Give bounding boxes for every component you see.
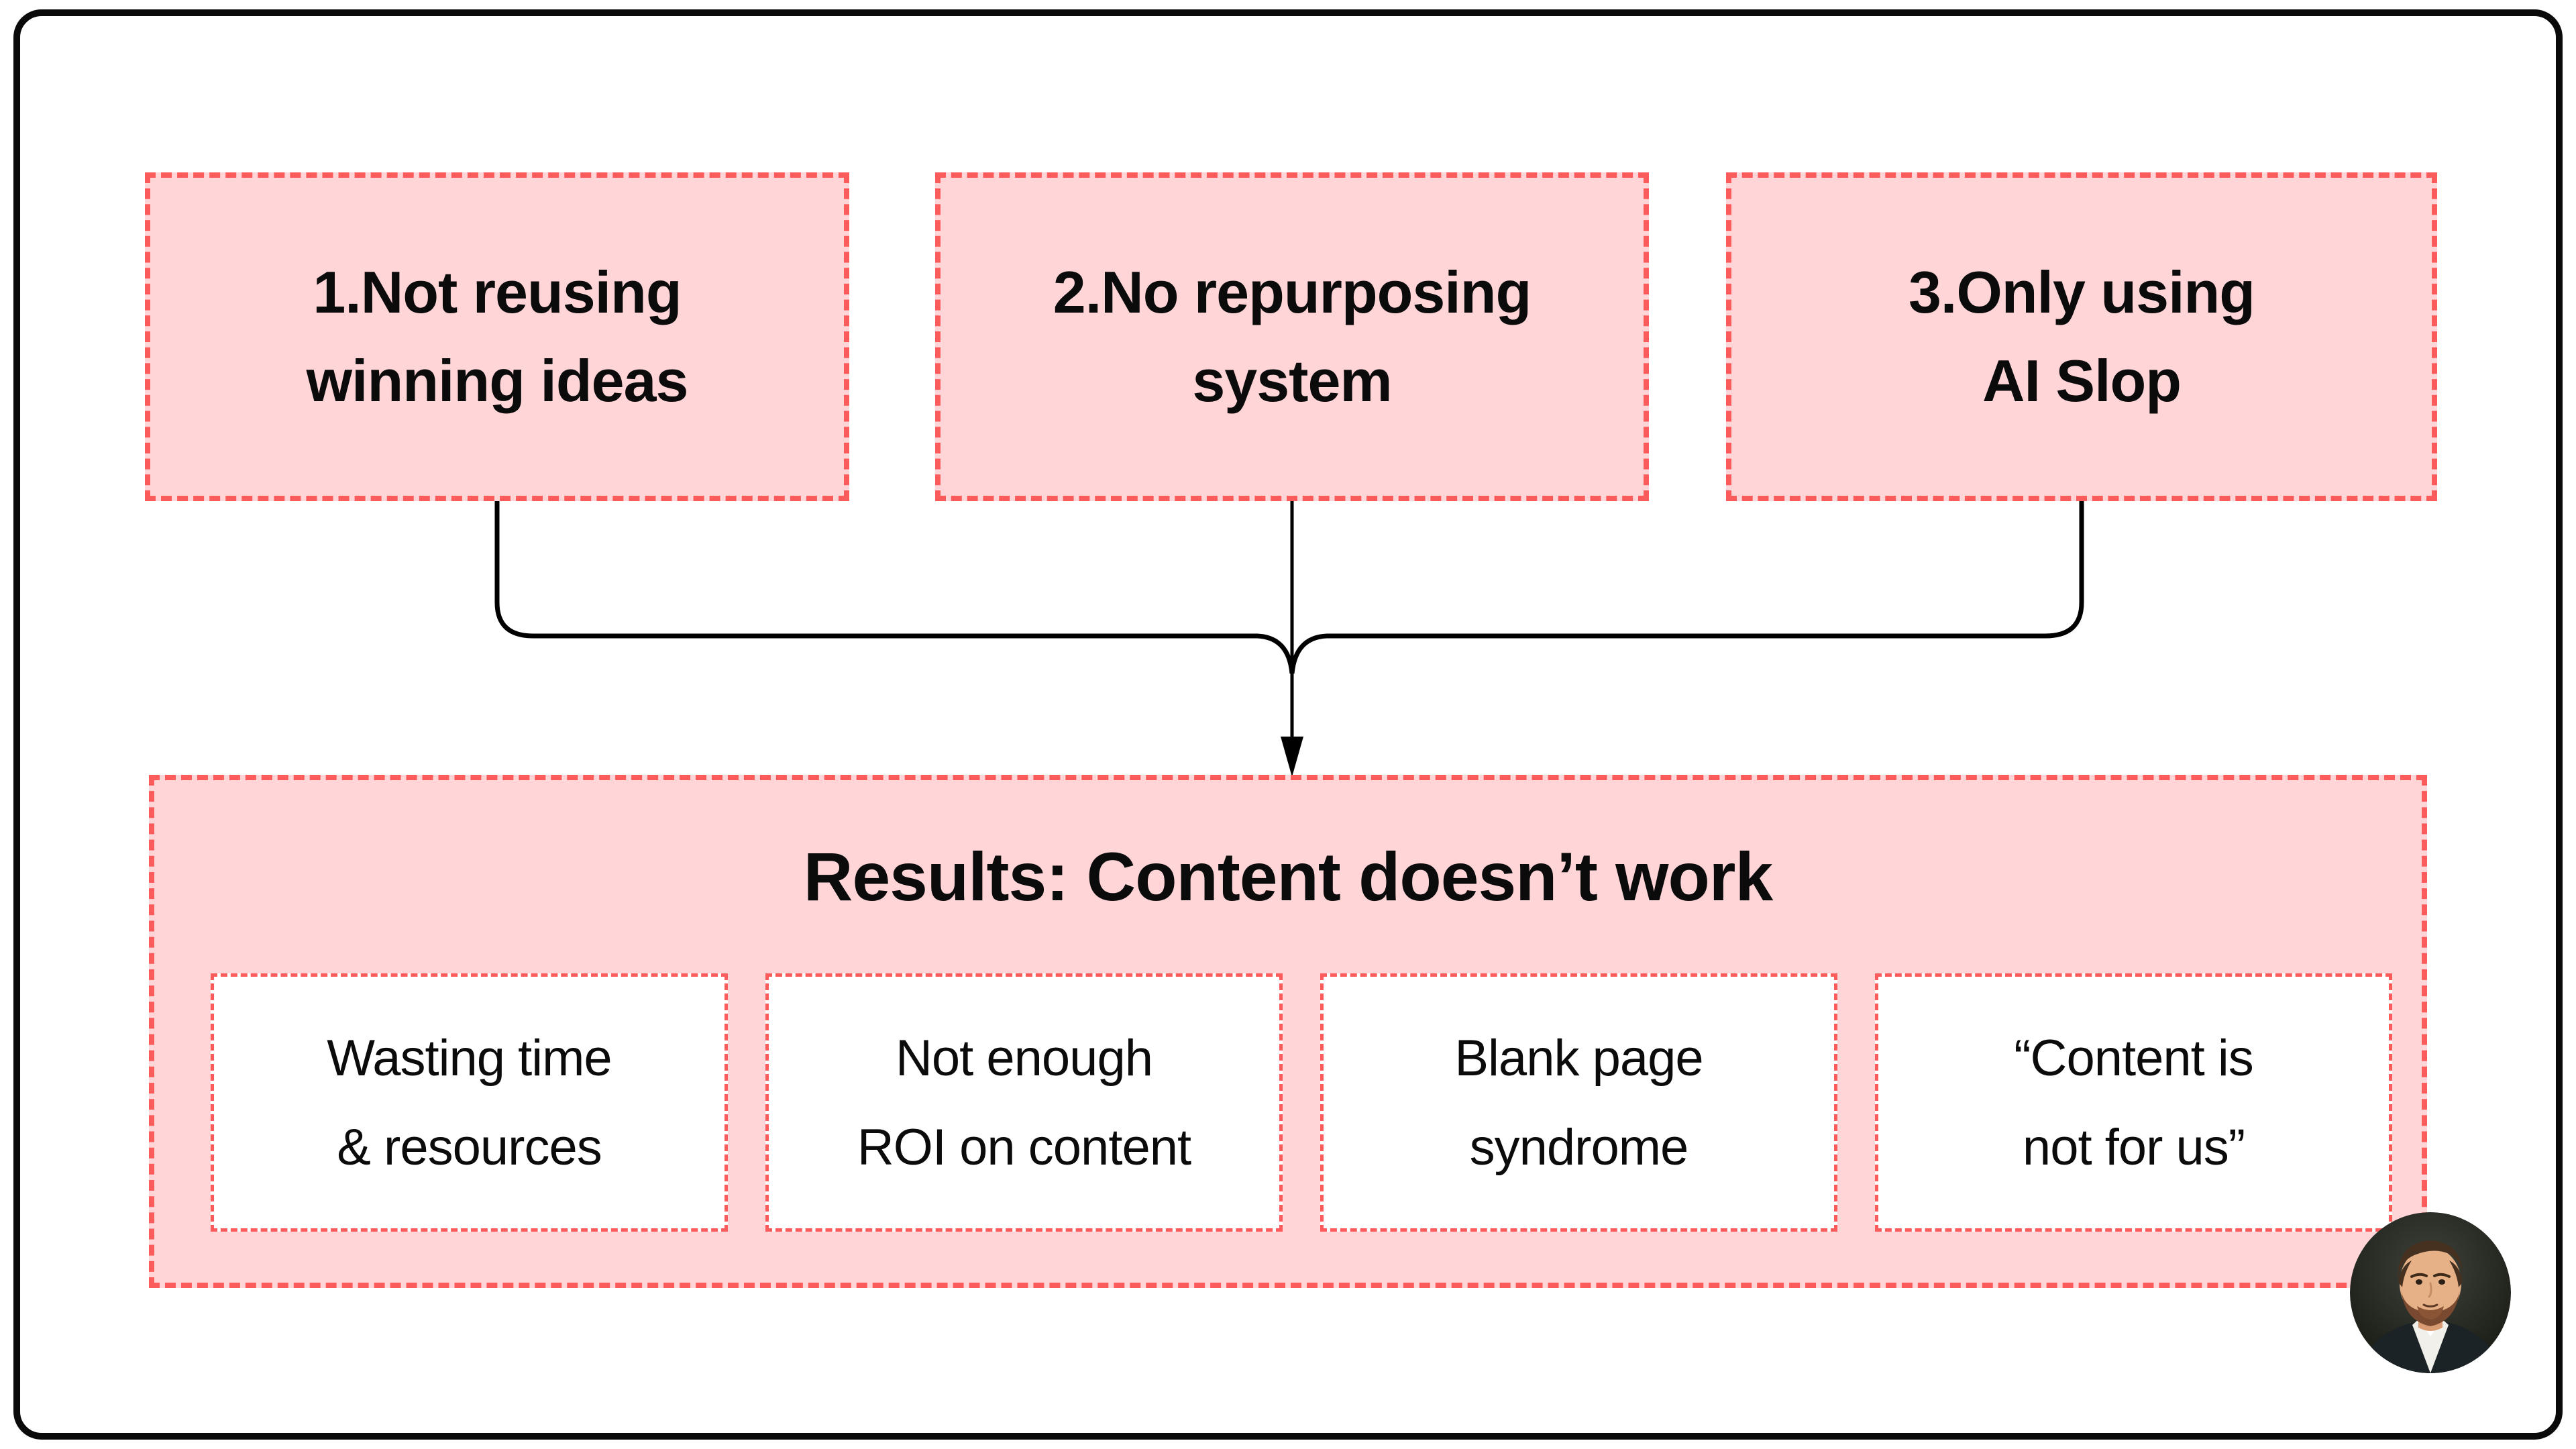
result-item: Not enough ROI on content — [765, 973, 1283, 1232]
author-avatar — [2350, 1212, 2511, 1373]
problem-box-1-label: 1.Not reusing winning ideas — [306, 259, 689, 414]
result-item: “Content is not for us” — [1875, 973, 2392, 1232]
problem-box-2: 2.No repurposing system — [935, 172, 1649, 501]
result-item-label: “Content is not for us” — [2014, 1029, 2253, 1176]
results-title: Results: Content doesn’t work — [803, 839, 1773, 915]
results-box: Results: Content doesn’t work Wasting ti… — [149, 775, 2427, 1288]
result-item-label: Blank page syndrome — [1454, 1029, 1703, 1176]
outer-rounded-frame — [13, 9, 2563, 1440]
problem-box-3-label: 3.Only using AI Slop — [1908, 259, 2255, 414]
result-item: Blank page syndrome — [1320, 973, 1837, 1232]
problem-box-3: 3.Only using AI Slop — [1726, 172, 2437, 501]
problem-box-1: 1.Not reusing winning ideas — [145, 172, 849, 501]
result-item: Wasting time & resources — [211, 973, 728, 1232]
results-items-row: Wasting time & resources Not enough ROI … — [211, 973, 2392, 1232]
result-item-label: Wasting time & resources — [327, 1029, 612, 1176]
person-portrait-icon — [2350, 1212, 2511, 1373]
problem-box-2-label: 2.No repurposing system — [1053, 259, 1532, 414]
result-item-label: Not enough ROI on content — [857, 1029, 1191, 1176]
